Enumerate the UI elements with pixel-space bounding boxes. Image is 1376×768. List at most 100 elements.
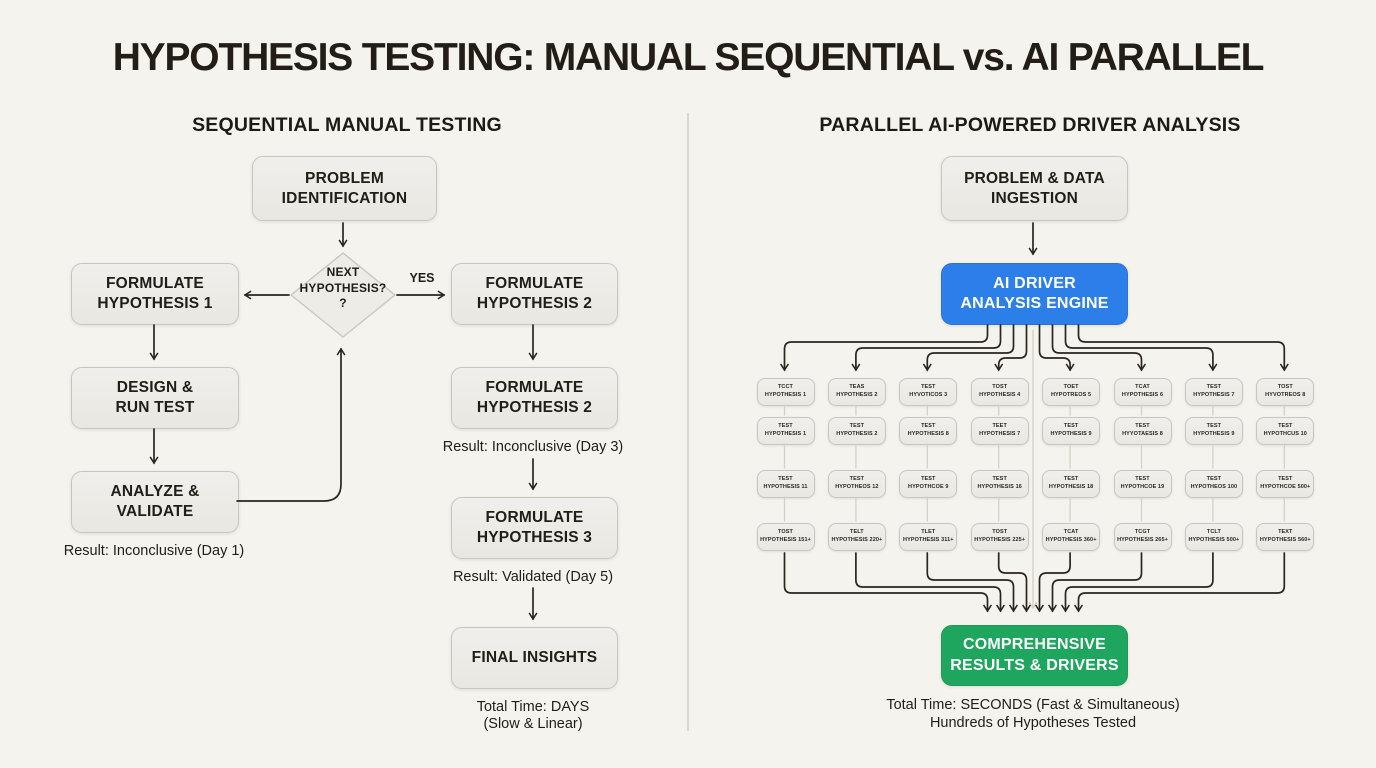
result-day3-caption: Result: Inconclusive (Day 3) (442, 439, 624, 455)
right-section-header: PARALLEL AI-POWERED DRIVER ANALYSIS (819, 114, 1241, 136)
hypothesis-box-line2: HYPOTHCOE 19 (1120, 484, 1165, 490)
hypothesis-box-line2: HYPOTHESIS 560+ (1259, 537, 1311, 543)
hypothesis-box-line2: HYPOTHESIS 225+ (974, 537, 1026, 543)
hypothesis-box-line1: TEST (1278, 476, 1293, 483)
node-line: RUN TEST (115, 399, 195, 416)
hypothesis-box-line2: HYPOTREOS 5 (1050, 392, 1092, 398)
node-design-run-test: DESIGN & RUN TEST (71, 367, 239, 429)
node-line: COMPREHENSIVE (962, 636, 1107, 654)
node-line: INGESTION (990, 189, 1079, 207)
hypothesis-box-line1: TEST (921, 476, 936, 483)
node-line: PROBLEM & DATA (964, 169, 1105, 187)
hypothesis-box-line2: HYPOTHESIS 360+ (1045, 537, 1097, 543)
arrow-hypothesis-to-results-5 (1035, 552, 1071, 613)
node-line: DESIGN & (116, 379, 194, 397)
node-problem-identification: PROBLEM IDENTIFICATION (252, 156, 437, 221)
right-total-time-line2: Hundreds of Hypotheses Tested (929, 715, 1137, 731)
hypothesis-box-line1: TEST (849, 476, 865, 483)
yes-branch-label: YES (409, 271, 435, 285)
node-line: ANALYSIS ENGINE (960, 295, 1109, 312)
node-line: HYPOTHESIS 2 (476, 295, 593, 312)
arrow-hypothesis-to-results-4 (997, 552, 1031, 613)
hypothesis-box-line2: HYPOTHEOS 12 (835, 484, 879, 490)
arrow-hypothesis-to-results-2 (855, 552, 1005, 613)
node-line: HYPOTHESIS 3 (476, 529, 593, 546)
node-line: PROBLEM (305, 169, 384, 187)
hypothesis-box-line1: TELT (850, 529, 864, 536)
hypothesis-box-line1: TCLT (1206, 529, 1221, 536)
node-problem-data-ingestion: PROBLEM & DATA INGESTION (941, 156, 1128, 221)
arrow-engine-to-hypothesis-2 (851, 324, 1002, 372)
node-line: ? (339, 296, 347, 311)
arrow-engine-to-hypothesis-1 (780, 324, 989, 372)
hypothesis-box-line1: TCAT (1063, 529, 1079, 536)
hypothesis-box-line1: TEST (1206, 476, 1222, 483)
hypothesis-box-line1: TEET (992, 423, 1007, 430)
hypothesis-box-line1: TOST (992, 529, 1008, 536)
node-line: RESULTS & DRIVERS (950, 656, 1119, 674)
hypothesis-box-line1: TEST (778, 476, 793, 483)
node-line: NEXT (326, 265, 360, 279)
hypothesis-box-line1: TEST (849, 423, 865, 430)
node-line: IDENTIFICATION (281, 189, 408, 207)
hypothesis-box-line2: HYPOTHESIS 16 (977, 484, 1022, 490)
node-ai-driver-analysis-engine: AI DRIVER ANALYSIS ENGINE (941, 263, 1128, 325)
hypothesis-box-line1: TEST (1063, 476, 1079, 483)
hypothesis-box-line2: HYPOTHESIS 9 (1193, 431, 1235, 437)
hypothesis-box-line1: TEST (1278, 423, 1293, 430)
node-formulate-hypothesis-1: FORMULATE HYPOTHESIS 1 (71, 263, 239, 325)
hypothesis-box-line2: HYPOTHESIS 18 (1048, 484, 1094, 490)
result-day1-caption: Result: Inconclusive (Day 1) (63, 543, 245, 559)
hypothesis-box-line2: HYPOTHESIS 500+ (1188, 537, 1240, 543)
hypothesis-box-line2: HYPOTHESIS 4 (979, 392, 1021, 398)
node-line: ANALYZE & (110, 483, 200, 501)
hypothesis-box-line1: TEST (921, 423, 936, 430)
hypothesis-box-line1: TEST (1206, 384, 1222, 391)
hypothesis-box-line2: HYPOTHESIS 7 (1193, 392, 1235, 398)
arrow-hypothesis-to-results-6 (1048, 552, 1143, 613)
arrow-hypothesis-to-results-8 (1074, 552, 1286, 613)
hypothesis-box-line1: TEST (992, 476, 1007, 483)
hypothesis-box-line2: HYVOTREOS 8 (1265, 392, 1306, 398)
node-line: HYPOTHESIS 1 (97, 295, 213, 312)
hypothesis-box-line2: HYPOTHESIS 2 (836, 392, 878, 398)
hypothesis-box-line2: HYPOTHESIS 151+ (760, 537, 811, 543)
arrow-engine-to-hypothesis-3 (923, 324, 1015, 372)
hypothesis-box-line1: TOST (1277, 384, 1293, 391)
arrow-engine-to-hypothesis-8 (1077, 324, 1289, 372)
hypothesis-box-line1: TEST (778, 423, 793, 430)
hypothesis-box-line1: TOET (1063, 384, 1079, 391)
hypothesis-box-line1: TCCT (777, 384, 794, 391)
hypothesis-box-line1: TCAT (1135, 384, 1150, 391)
arrow-engine-to-hypothesis-6 (1051, 324, 1146, 372)
arrow-engine-to-hypothesis-5 (1038, 324, 1075, 372)
right-total-time-line1: Total Time: SECONDS (Fast & Simultaneous… (886, 697, 1180, 713)
page-title: HYPOTHESIS TESTING: MANUAL SEQUENTIAL vs… (112, 36, 1265, 79)
node-formulate-hypothesis-2-bottom: FORMULATE HYPOTHESIS 2 (451, 367, 618, 429)
hypothesis-box-line1: TEST (1135, 423, 1150, 430)
hypothesis-box-line2: HYPOTHEOS 100 (1190, 484, 1238, 490)
arrow-hypothesis-to-results-7 (1061, 552, 1214, 613)
